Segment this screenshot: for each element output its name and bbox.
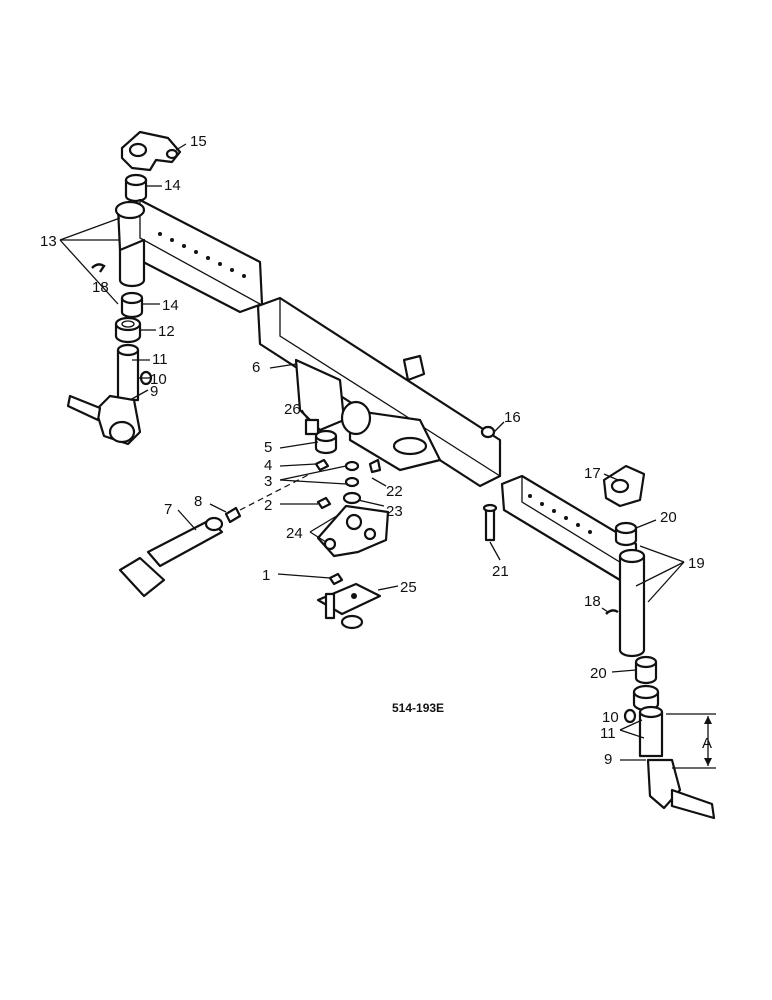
- callout-6: 6: [252, 359, 260, 376]
- part-16-cap: [480, 425, 496, 439]
- callout-19: 19: [688, 555, 705, 572]
- part-3-washer-b: [344, 476, 360, 488]
- callout-26: 26: [284, 401, 301, 418]
- part-17-clamp: [602, 464, 646, 508]
- callout-18: 18: [92, 279, 109, 296]
- callout-10: 10: [150, 371, 167, 388]
- dimension-a: A: [666, 713, 716, 769]
- callout-12: 12: [158, 323, 175, 340]
- callout-10: 10: [602, 709, 619, 726]
- part-22-fitting: [368, 458, 382, 474]
- callout-24: 24: [286, 525, 303, 542]
- callout-4: 4: [264, 457, 272, 474]
- part-10-key-right: [623, 708, 637, 724]
- part-9-left-spindle: [66, 343, 142, 446]
- part-19-right-axle-extension: [500, 474, 646, 658]
- part-20-upper-bushing: [614, 521, 638, 547]
- callout-14: 14: [162, 297, 179, 314]
- part-2-fitting: [316, 496, 332, 510]
- callout-8: 8: [194, 493, 202, 510]
- part-21-bolt: [482, 503, 498, 542]
- part-26-fitting: [304, 418, 320, 436]
- part-15-clamp: [120, 130, 182, 172]
- part-5-bushing: [314, 429, 338, 455]
- part-24-bracket: [316, 504, 390, 558]
- callout-23: 23: [386, 503, 403, 520]
- part-25-plate: [316, 582, 382, 630]
- callout-11: 11: [152, 351, 168, 368]
- part-14-upper-bushing: [124, 173, 148, 203]
- callout-13: 13: [40, 233, 57, 250]
- callout-25: 25: [400, 579, 417, 596]
- part-14-lower-bushing: [120, 291, 144, 319]
- callout-17: 17: [584, 465, 601, 482]
- part-18-pin-right: [605, 609, 619, 615]
- leader-lines: [59, 143, 685, 761]
- part-6-axle-center-beam: [256, 296, 502, 488]
- part-12-seal: [114, 316, 142, 344]
- part-3-washer-a: [344, 460, 360, 472]
- leader-8-7-dashed: [239, 473, 311, 511]
- callout-20: 20: [590, 665, 607, 682]
- part-1-fitting: [328, 572, 344, 586]
- part-8-grease-fitting: [224, 506, 242, 524]
- callout-2: 2: [264, 497, 272, 514]
- callout-9: 9: [150, 383, 158, 400]
- callout-5: 5: [264, 439, 272, 456]
- drawing-code: 514-193E: [392, 701, 444, 715]
- callout-18: 18: [584, 593, 601, 610]
- callout-labels: 15 14 13 18 14 12 11 10 9 6 26 5 4 3 2 8…: [40, 133, 705, 768]
- part-4-fitting: [314, 458, 330, 472]
- part-18-pin-left: [91, 263, 106, 273]
- callout-11: 11: [600, 725, 616, 742]
- callout-14: 14: [164, 177, 181, 194]
- part-20-lower-bushing: [634, 655, 658, 685]
- part-23-washer: [342, 491, 362, 505]
- callout-20: 20: [660, 509, 677, 526]
- callout-3: 3: [264, 473, 272, 490]
- callout-16: 16: [504, 409, 521, 426]
- dimension-a-label: A: [702, 735, 712, 752]
- callout-15: 15: [190, 133, 207, 150]
- callout-9: 9: [604, 751, 612, 768]
- callout-21: 21: [492, 563, 509, 580]
- part-13-left-axle-extension: [114, 198, 264, 314]
- callout-1: 1: [262, 567, 270, 584]
- part-7-pivot-pin: [118, 516, 224, 598]
- part-9-right-spindle: [638, 705, 716, 820]
- callout-22: 22: [386, 483, 403, 500]
- callout-7: 7: [164, 501, 172, 518]
